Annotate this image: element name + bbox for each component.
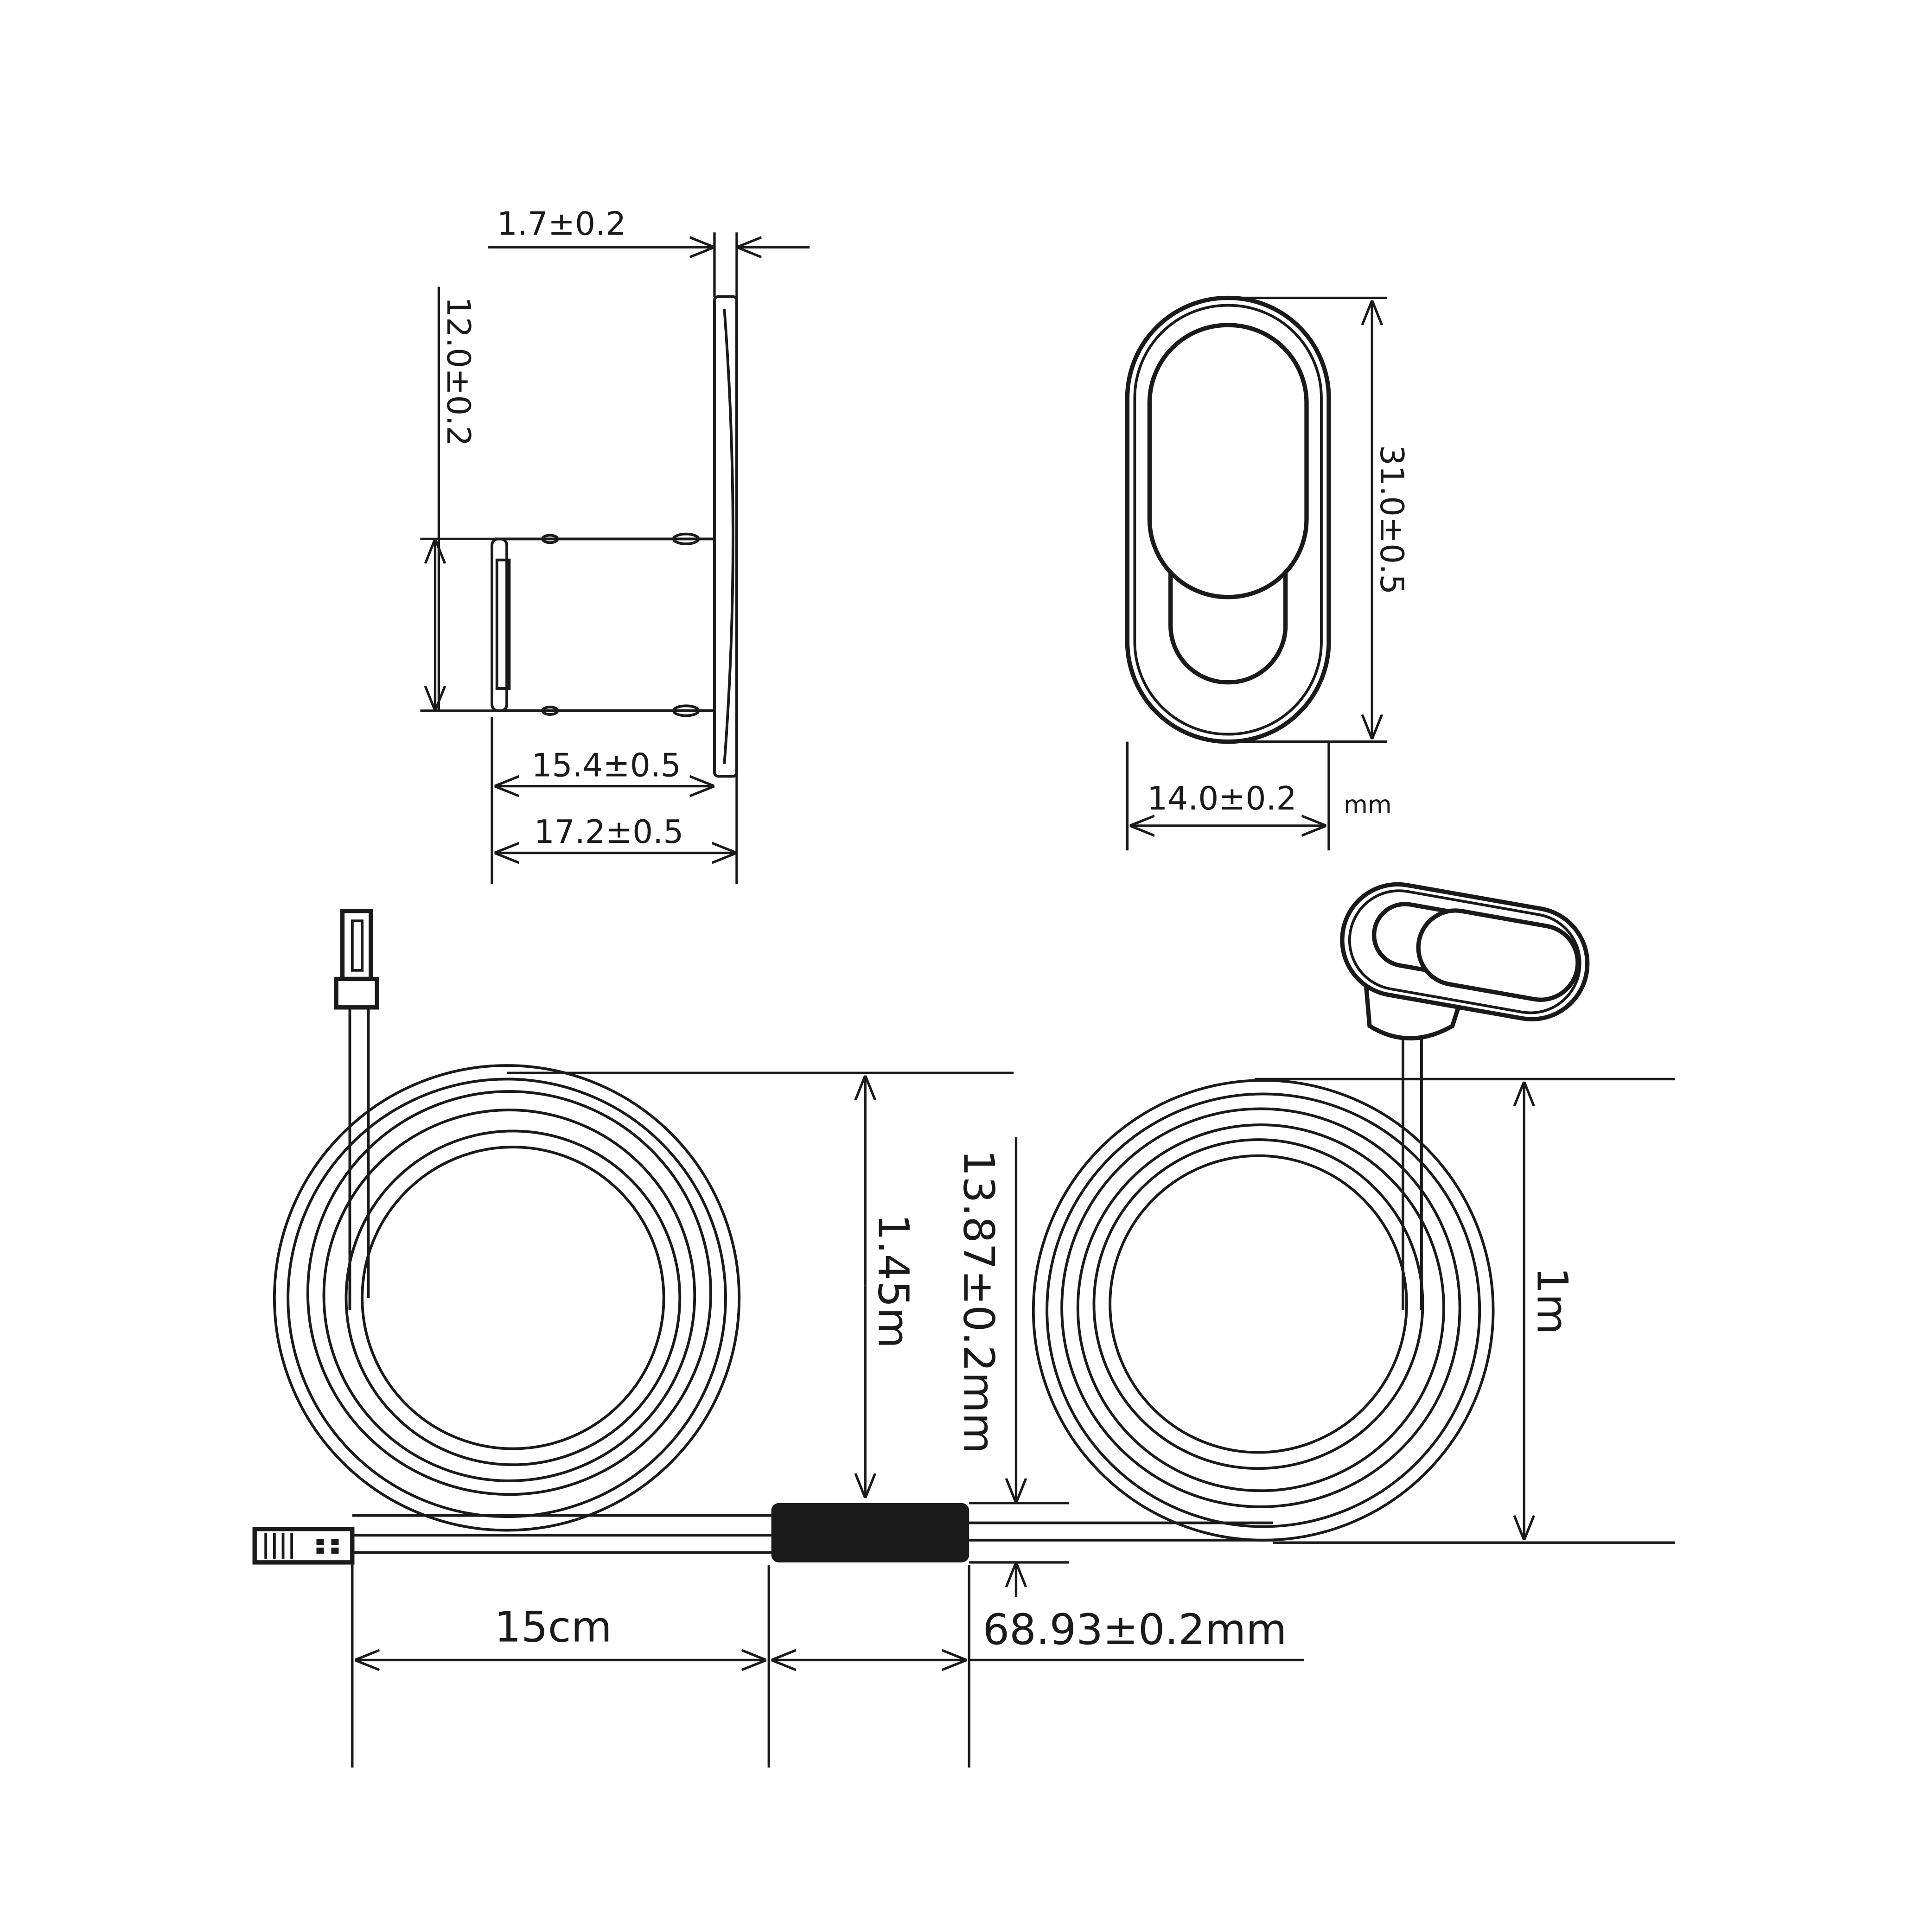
sleeve-length-label: 68.93±0.2mm <box>982 1606 1287 1654</box>
top-connector <box>334 909 379 1010</box>
right-cable-coil <box>1032 1079 1495 1542</box>
body-depth-label: 15.4±0.5 <box>531 747 681 784</box>
front-view: 31.0±0.5 14.0±0.2 mm <box>1125 295 1410 851</box>
thickness-label: 1.7±0.2 <box>497 206 626 243</box>
width-label: 14.0±0.2 <box>1147 780 1297 817</box>
lead-length-label: 15cm <box>494 1603 612 1651</box>
sensor-body-end <box>491 537 509 712</box>
right-coil-length-label: 1m <box>1528 1267 1576 1335</box>
sensor-upper-window <box>1147 323 1309 599</box>
sleeve-width-label: 13.87±0.2mm <box>954 1149 1003 1454</box>
left-cable-coil <box>273 1064 741 1532</box>
cable-junction-sleeve <box>771 1503 969 1562</box>
side-view: 1.7±0.2 12.0±0.2 15.4±0.5 17.2±0.5 <box>420 206 810 884</box>
height-label: 12.0±0.2 <box>440 297 477 446</box>
total-depth-label: 17.2±0.5 <box>534 814 684 851</box>
length-label: 31.0±0.5 <box>1373 445 1410 595</box>
side-connector <box>252 1527 355 1565</box>
cable-view: 1.45m 13.87±0.2mm 1m 15cm 68.93±0.2mm <box>252 882 1675 1768</box>
unit-label: mm <box>1344 791 1392 819</box>
left-coil-length-label: 1.45m <box>869 1214 918 1348</box>
sensor-perspective <box>1340 882 1590 1041</box>
